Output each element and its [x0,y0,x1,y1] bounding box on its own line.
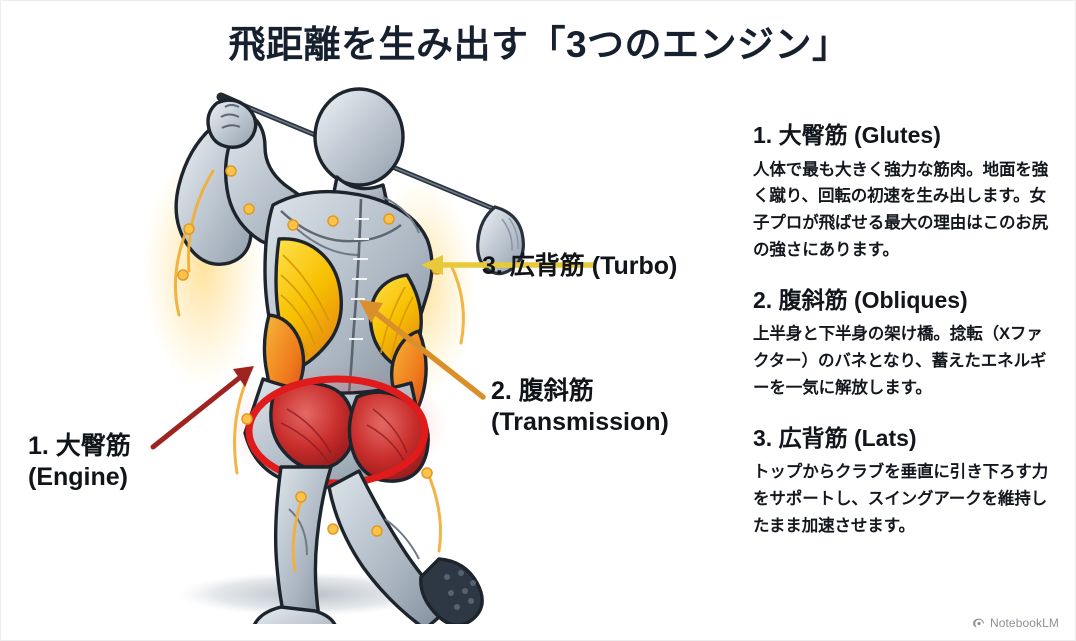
watermark-label: NotebookLM [989,616,1059,630]
energy-aura-lines [173,169,465,573]
callout-arrow-lats [421,255,596,275]
left-golf-shoe [253,605,337,624]
glutes-highlight-left [269,381,356,472]
panel-heading-obliques: 2. 腹斜筋 (Obliques) [753,286,968,313]
head [313,87,405,187]
anatomy-illustration [121,79,721,624]
callout-arrow-obliques [359,300,486,400]
panel-body-obliques: 上半身と下半身の架け橋。捻転（Xファクター）のバネとなり、蓄えたエネルギーを一気… [753,325,1047,397]
page-title: 飛距離を生み出す「3つのエンジン」 [228,24,850,65]
golfer-anatomy-figure [143,87,596,624]
panel-section-lats: 3. 広背筋 (Lats) トップからクラブを垂直に引き下ろす力をサポートし、ス… [753,424,1053,540]
panel-body-glutes: 人体で最も大きく強力な筋肉。地面を強く蹴り、回転の初速を生み出します。女子プロが… [753,160,1049,259]
panel-body-lats: トップからクラブを垂直に引き下ろす力をサポートし、スイングアークを維持したまま加… [753,463,1049,535]
hands-grip [206,98,258,149]
callout-label-glutes: 1. 大臀筋 (Engine) [28,432,131,491]
muscle-description-panel: 1. 大臀筋 (Glutes) 人体で最も大きく強力な筋肉。地面を強く蹴り、回転… [753,121,1053,539]
panel-heading-lats: 3. 広背筋 (Lats) [753,424,917,451]
watermark: NotebookLM [972,616,1059,630]
panel-section-glutes: 1. 大臀筋 (Glutes) 人体で最も大きく強力な筋肉。地面を強く蹴り、回転… [753,121,1053,264]
callout-label-lats: 3. 広背筋 (Turbo) [482,252,678,280]
energy-nodes [177,165,443,537]
callout-label-obliques: 2. 腹斜筋 (Transmission) [491,377,669,436]
panel-section-obliques: 2. 腹斜筋 (Obliques) 上半身と下半身の架け橋。捻転（Xファクター）… [753,286,1053,402]
panel-heading-glutes: 1. 大臀筋 (Glutes) [753,122,941,148]
golfer-body [174,87,484,624]
callout-arrow-glutes [150,366,254,450]
notebooklm-logo-icon [973,618,984,627]
